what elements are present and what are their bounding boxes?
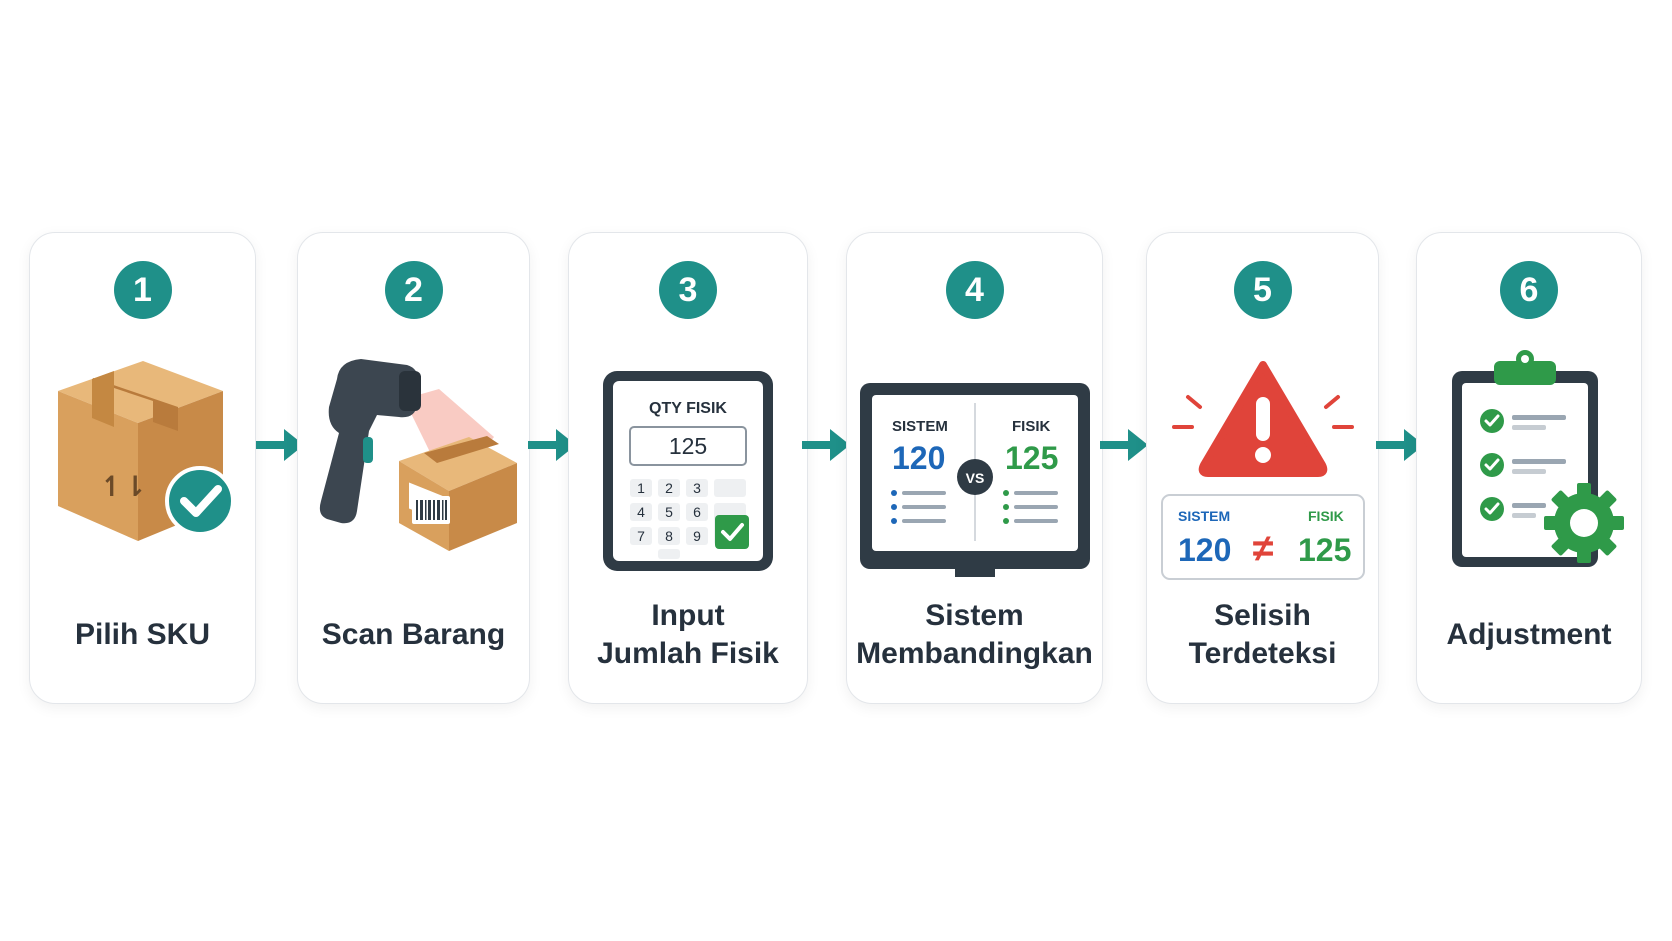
step-label: Sistem Membandingkan — [856, 599, 1093, 670]
step-number-badge: 1 — [113, 261, 172, 319]
step-card-6: 6 — [1416, 232, 1642, 704]
monitor-right-label: FISIK — [1012, 418, 1051, 435]
arrow-right-icon — [1098, 425, 1154, 465]
monitor-vs: VS — [965, 470, 984, 486]
panel-not-equal: ≠ — [1252, 528, 1273, 570]
step-label: Scan Barang — [321, 618, 506, 651]
step-card-5: 5 SISTEM 120 ≠ FISIK 125 Selisih Terdete… — [1146, 232, 1379, 704]
step-card-4: 4 SISTEM 120 VS FISIK 125 Sistem Memband… — [846, 232, 1103, 704]
step-label: Adjustment — [1446, 618, 1612, 651]
panel-left-label: SISTEM — [1178, 508, 1230, 524]
step-number-badge: 5 — [1233, 261, 1292, 319]
step-number-badge: 4 — [945, 261, 1004, 319]
monitor-left-value: 120 — [892, 440, 945, 476]
panel-left-value: 120 — [1178, 532, 1231, 568]
box-check-icon: ↿⇂ — [28, 341, 258, 581]
step-card-2: 2 Scan Barang — [297, 232, 530, 704]
keypad-key: 7 — [637, 528, 645, 544]
clipboard-gear-icon — [1414, 341, 1644, 581]
svg-text:↿⇂: ↿⇂ — [100, 471, 147, 502]
step-card-3: 3 QTY FISIK 125 1 2 3 4 5 6 7 8 9 — [568, 232, 808, 704]
barcode-scanner-icon — [299, 341, 529, 581]
step-number-badge: 3 — [659, 261, 717, 319]
arrow-right-icon — [254, 425, 310, 465]
step-label: Selisih Terdeteksi — [1188, 599, 1337, 670]
keypad-key: 3 — [693, 480, 701, 496]
tablet-value: 125 — [669, 433, 707, 459]
step-label: Input Jumlah Fisik — [597, 599, 779, 670]
step-card-1: 1 ↿⇂ Pilih SKU — [29, 232, 256, 704]
keypad-key: 5 — [665, 504, 673, 520]
step-number-badge: 6 — [1500, 261, 1558, 319]
panel-right-value: 125 — [1298, 532, 1351, 568]
monitor-left-label: SISTEM — [892, 418, 948, 435]
keypad-key: 4 — [637, 504, 645, 520]
tablet-title: QTY FISIK — [649, 400, 727, 417]
keypad-key: 9 — [693, 528, 701, 544]
step-number-badge: 2 — [384, 261, 443, 319]
keypad-key: 8 — [665, 528, 673, 544]
arrow-right-icon — [800, 425, 856, 465]
monitor-compare-icon: SISTEM 120 VS FISIK 125 — [859, 341, 1090, 581]
keypad-key: 1 — [637, 480, 645, 496]
arrow-right-icon — [1374, 425, 1430, 465]
step-label: Pilih SKU — [74, 618, 210, 651]
keypad-key: 6 — [693, 504, 701, 520]
panel-right-label: FISIK — [1308, 508, 1344, 524]
tablet-keypad-icon: QTY FISIK 125 1 2 3 4 5 6 7 8 9 — [573, 341, 803, 581]
arrow-right-icon — [526, 425, 582, 465]
warning-icon: SISTEM 120 ≠ FISIK 125 — [1148, 341, 1378, 581]
keypad-key: 2 — [665, 480, 673, 496]
monitor-right-value: 125 — [1005, 440, 1058, 476]
